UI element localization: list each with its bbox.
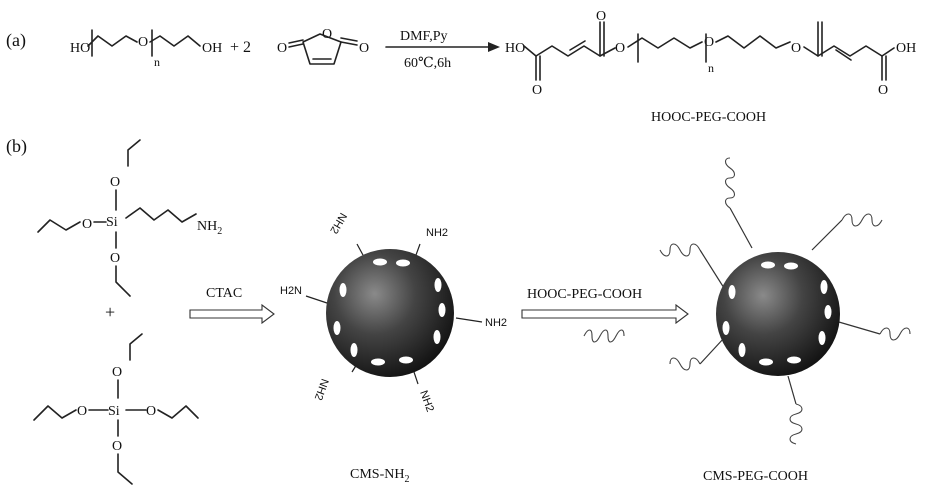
product-peg-left <box>627 37 703 49</box>
panel-a-label: (a) <box>6 30 26 51</box>
peg-arrow-shape <box>521 303 689 325</box>
cms-peg-pores <box>722 261 832 366</box>
peg-bonds-right <box>149 35 201 47</box>
peg-coil-2 <box>841 213 883 227</box>
peg-coil-1 <box>724 157 736 209</box>
peg-chain-1 <box>729 207 753 249</box>
conditions-bottom: 60℃,6h <box>404 56 451 71</box>
group-nh2-top-left: NH2 <box>327 211 348 236</box>
cms-peg-cooh-particle <box>659 157 911 445</box>
aptes-propyl-chain <box>125 207 197 223</box>
product-left-double <box>569 40 586 51</box>
teos-structure: O O Si O O <box>33 333 199 485</box>
aptes-o3: O <box>110 251 120 266</box>
peg-o-label: O <box>138 35 148 50</box>
teos-ethyl-right <box>157 405 199 419</box>
peg-coil-4 <box>879 327 911 341</box>
teos-o1: O <box>112 365 122 380</box>
aptes-si: Si <box>106 215 118 230</box>
cms-pores <box>333 258 446 366</box>
arrow-a-head <box>488 42 500 52</box>
aptes-ethyl-left <box>37 219 81 233</box>
group-h2n-left: H2N <box>280 285 302 297</box>
peg-chain-3 <box>699 249 725 289</box>
peg-coil-6 <box>789 403 803 445</box>
reaction-arrow-a: DMF,Py 60℃,6h <box>385 29 500 71</box>
aptes-nh2: NH2 <box>197 219 222 237</box>
anhydride-co-left-double <box>288 39 304 44</box>
group-nh2-bottom-left: NH2 <box>312 377 331 402</box>
anhydride-o-left: O <box>277 41 287 56</box>
peg-oh-label: OH <box>202 41 222 56</box>
group-nh2-bottom-right: NH2 <box>417 389 436 414</box>
anhydride-co-left <box>288 43 304 48</box>
teos-si: Si <box>108 404 120 419</box>
group-nh2-top-right: NH2 <box>426 227 448 239</box>
peg-spring-icon <box>583 329 625 343</box>
peg-ho-label: HO <box>70 41 90 56</box>
teos-o4: O <box>112 439 122 454</box>
anhydride-co-right-double <box>340 37 358 42</box>
anhydride-ring <box>302 33 342 65</box>
aptes-o1: O <box>110 175 120 190</box>
product-o5: O <box>791 41 801 56</box>
anhydride-o-right: O <box>359 41 369 56</box>
cms-nh2-label: CMS-NH2 <box>350 467 409 485</box>
conditions-top: DMF,Py <box>400 29 448 44</box>
product-ho-label: HO <box>505 41 525 56</box>
teos-ethyl-bottom <box>117 453 133 485</box>
product-oh-label: OH <box>896 41 916 56</box>
peg-coil-3 <box>659 243 701 257</box>
teos-o2: O <box>77 404 87 419</box>
panel-b-label: (b) <box>6 136 27 157</box>
aptes-o2: O <box>82 217 92 232</box>
peg-coupling-arrow: HOOC-PEG-COOH <box>521 287 689 343</box>
product-o4: O <box>704 35 714 50</box>
ctac-arrow: CTAC <box>189 286 275 325</box>
teos-ethyl-top <box>129 333 143 361</box>
peg-diol-structure: HO O n OH <box>70 29 222 69</box>
product-left-backbone <box>523 45 616 57</box>
peg-chain-2 <box>811 219 843 251</box>
ligand-line-left <box>305 295 331 305</box>
ctac-label: CTAC <box>206 286 242 301</box>
product-right-double <box>835 49 852 61</box>
teos-o3: O <box>146 404 156 419</box>
aptes-ethyl-bottom <box>115 265 131 297</box>
maleic-anhydride-structure: O O O <box>277 27 369 65</box>
product-o-bottom-right: O <box>878 83 888 98</box>
aptes-ethyl-top <box>127 139 141 167</box>
product-o2: O <box>596 9 606 24</box>
peg-chain-6 <box>787 375 797 405</box>
peg-chains <box>659 157 911 445</box>
product-peg-right <box>715 35 791 49</box>
aptes-structure: O O Si NH2 O <box>37 139 222 297</box>
group-nh2-right: NH2 <box>485 317 507 329</box>
cms-nh2-particle: NH2 NH2 H2N NH2 NH2 NH2 <box>280 211 507 414</box>
cms-peg-sphere <box>716 252 840 376</box>
product-structure: HO O O O O n O O OH <box>505 9 916 98</box>
anhydride-co-right <box>340 41 358 46</box>
peg-bonds-left <box>87 35 138 47</box>
peg-coil-5 <box>669 357 701 371</box>
reagent-plus: + <box>105 302 115 322</box>
cms-sphere <box>326 249 454 377</box>
peg-arrow-label: HOOC-PEG-COOH <box>527 287 642 302</box>
cms-peg-cooh-label: CMS-PEG-COOH <box>703 469 808 484</box>
product-n-subscript: n <box>708 61 714 75</box>
product-o3: O <box>615 41 625 56</box>
ctac-arrow-shape <box>189 303 275 325</box>
peg-n-subscript: n <box>154 55 160 69</box>
product-name-label: HOOC-PEG-COOH <box>651 110 766 125</box>
reactant-plus: + 2 <box>230 39 251 56</box>
peg-chain-5 <box>699 337 725 365</box>
ligand-line-right <box>455 317 483 323</box>
anhydride-o-ring: O <box>322 27 332 42</box>
product-o1: O <box>532 83 542 98</box>
teos-ethyl-left <box>33 405 77 421</box>
peg-chain-4 <box>831 319 881 335</box>
